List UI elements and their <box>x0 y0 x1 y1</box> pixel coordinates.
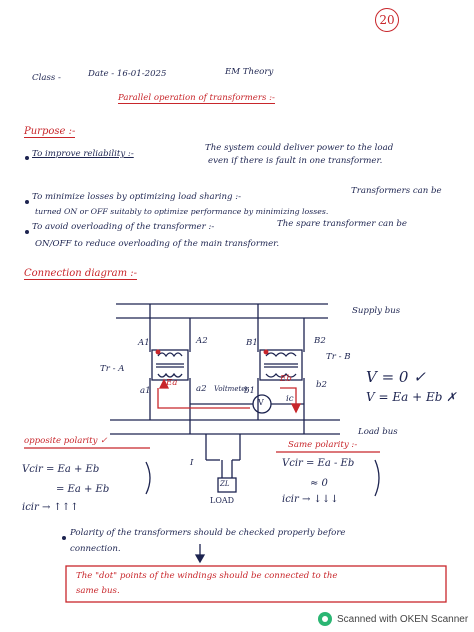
label-tra: Tr - A <box>100 364 125 374</box>
page-title-text: Parallel operation of transformers :- <box>118 93 275 104</box>
tra-primary-coil <box>157 352 183 358</box>
bullet-1 <box>25 156 29 160</box>
note-line1: Polarity of the transformers should be c… <box>70 528 346 538</box>
page-title: Parallel operation of transformers :- <box>118 93 275 104</box>
label-b2: B2 <box>314 336 326 346</box>
purpose-point-3-lead: To avoid overloading of the transformer … <box>32 222 215 232</box>
scanner-logo-icon <box>318 612 332 626</box>
purpose-point-2-lead: To minimize losses by optimizing load sh… <box>32 192 242 202</box>
label-ea: Ea <box>166 378 178 388</box>
note-box-border <box>65 565 447 603</box>
same-polarity-line3: icir → ↓↓↓ <box>282 494 339 505</box>
tra-box <box>151 349 189 381</box>
label-trb: Tr - B <box>326 352 351 362</box>
circulating-current-path <box>157 388 250 409</box>
same-polarity-heading: Same polarity :- <box>288 440 358 450</box>
trb-secondary-coil <box>265 372 297 378</box>
scanner-footer: Scanned with OKEN Scanner <box>318 612 468 626</box>
voltmeter-v-label: V <box>258 398 264 407</box>
label-lower-a1: a1 <box>140 386 151 396</box>
label-lower-b2: b2 <box>316 380 327 390</box>
opposite-polarity-heading: opposite polarity ✓ <box>24 436 108 446</box>
connection-heading: Connection diagram :- <box>24 268 138 280</box>
label-ic: ic <box>286 394 294 404</box>
label-a2: A2 <box>196 336 208 346</box>
note-line2: connection. <box>70 544 121 554</box>
label-b1: B1 <box>246 338 258 348</box>
circuit-red-marks <box>24 349 447 603</box>
scanner-text: Scanned with OKEN Scanner <box>337 613 469 625</box>
opposite-polarity-line2: = Ea + Eb <box>56 484 110 495</box>
boxed-note-line1: The "dot" points of the windings should … <box>76 571 338 581</box>
purpose-point-1-lead: To improve reliability :- <box>32 149 134 159</box>
purpose-heading-text: Purpose :- <box>24 126 76 138</box>
tra-secondary-coil <box>157 372 183 378</box>
opposite-polarity-line1: Vcir = Ea + Eb <box>22 464 100 475</box>
class-label: Class - <box>32 73 61 83</box>
load-impedance-box <box>217 477 237 493</box>
subject-label: EM Theory <box>225 67 274 77</box>
supply-bus-label: Supply bus <box>352 306 401 316</box>
purpose-point-2-text2: turned ON or OFF suitably to optimize pe… <box>35 207 329 216</box>
purpose-point-1-text1: The system could deliver power to the lo… <box>205 143 394 153</box>
current-i-label: I <box>190 458 194 468</box>
trb-primary-coil <box>265 352 297 358</box>
bullet-3 <box>25 230 29 234</box>
formula-v-sum: V = Ea + Eb ✗ <box>366 390 457 404</box>
opposite-polarity-line3: icir → ↑↑↑ <box>22 502 79 513</box>
zl-label: ZL <box>220 480 230 488</box>
bullet-2 <box>25 200 29 204</box>
label-eb: Eb <box>280 374 292 384</box>
label-lower-a2: a2 <box>196 384 207 394</box>
purpose-point-3-text2: ON/OFF to reduce overloading of the main… <box>35 239 280 249</box>
page-number-circle: 20 <box>375 8 399 32</box>
label-a1: A1 <box>138 338 150 348</box>
boxed-note-line2: same bus. <box>76 586 120 596</box>
circuit-wires <box>110 303 380 497</box>
purpose-point-2-text1: Transformers can be <box>351 186 442 196</box>
voltmeter-label: Voltmeter <box>214 385 249 393</box>
purpose-heading: Purpose :- <box>24 126 76 138</box>
purpose-point-3-text1: The spare transformer can be <box>277 219 408 229</box>
load-label: LOAD <box>210 496 235 505</box>
formula-v-zero: V = 0 ✓ <box>366 368 426 386</box>
load-bus-label: Load bus <box>358 427 398 437</box>
same-polarity-line2: ≈ 0 <box>310 478 328 489</box>
label-lower-b1: b1 <box>244 386 255 396</box>
connection-heading-text: Connection diagram :- <box>24 268 138 280</box>
trb-box <box>259 349 303 381</box>
same-polarity-line1: Vcir = Ea - Eb <box>282 458 355 469</box>
page-number: 20 <box>379 13 395 27</box>
date-label: Date - 16-01-2025 <box>88 69 167 79</box>
purpose-point-1-text2: even if there is fault in one transforme… <box>208 156 383 166</box>
bullet-note <box>62 536 66 540</box>
